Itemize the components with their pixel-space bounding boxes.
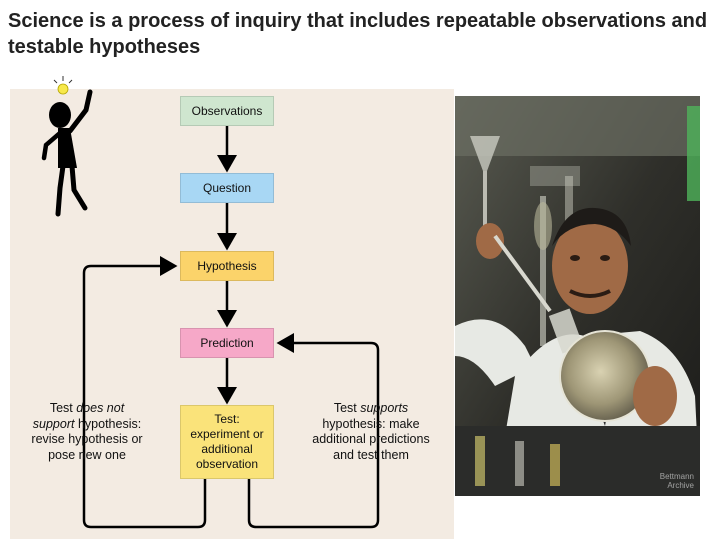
emphasis: supports (360, 401, 409, 415)
test-box: Test: experiment or additional observati… (180, 405, 274, 479)
loop-revise-hypothesis (82, 256, 207, 529)
photo-credit-line: Archive (667, 481, 694, 490)
scientist-photo: Bettmann Archive (455, 96, 700, 496)
additional-predictions-line: and test them (333, 447, 409, 462)
stick-figure-with-lightbulb-icon (41, 76, 93, 217)
additional-predictions-line: hypothesis: make (322, 416, 420, 431)
revise-hypothesis-line: revise hypothesis or (31, 432, 143, 446)
revise-hypothesis-label: Test does not support hypothesis: revise… (12, 401, 162, 463)
revise-hypothesis-line: support hypothesis: (32, 416, 142, 431)
prediction-box: Prediction (180, 328, 274, 358)
observations-box: Observations (180, 96, 274, 126)
emphasis: support (32, 416, 75, 431)
test-box-line: experiment or (190, 427, 264, 441)
photo-credit: Bettmann Archive (660, 472, 694, 490)
question-box: Question (180, 173, 274, 203)
additional-predictions-line: additional predictions (312, 432, 430, 446)
test-box-line: Test: (214, 412, 240, 426)
additional-predictions-line: Test supports (333, 401, 409, 415)
photo-credit-line: Bettmann (659, 472, 694, 481)
revise-hypothesis-line: pose new one (48, 447, 126, 462)
scientist-photo-illustration (455, 96, 700, 496)
slide-title: Science is a process of inquiry that inc… (8, 10, 708, 58)
loop-additional-predictions (247, 333, 380, 529)
test-box-line: additional (201, 442, 253, 456)
test-box-line: observation (195, 457, 259, 471)
additional-predictions-label: Test supports hypothesis: make additiona… (296, 401, 446, 463)
hypothesis-box: Hypothesis (180, 251, 274, 281)
revise-hypothesis-line: Test does not (49, 401, 125, 415)
emphasis: does not (76, 401, 125, 415)
